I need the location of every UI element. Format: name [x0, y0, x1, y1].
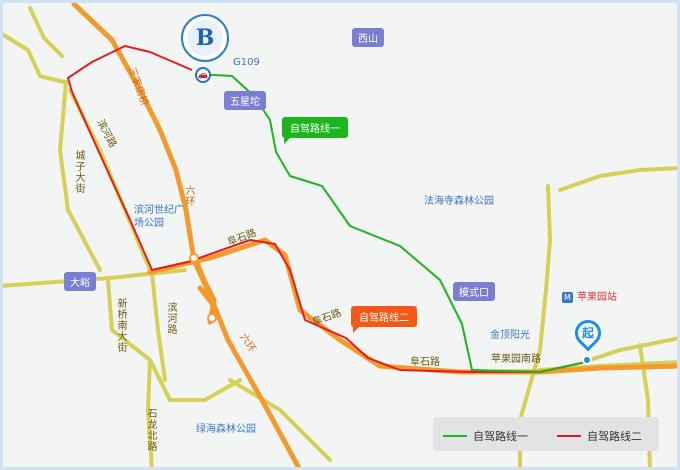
- area-badge-dayu[interactable]: 大峪: [64, 272, 96, 291]
- legend-swatch-green: [443, 435, 467, 437]
- highway-g109: [71, 1, 303, 470]
- area-badge-wuxingtuo[interactable]: 五星坨: [224, 91, 266, 110]
- poi-pingguoyuan-station[interactable]: 苹果园站: [577, 292, 617, 303]
- legend-label-route1: 自驾路线一: [473, 430, 528, 443]
- poi-lvhai-park[interactable]: 绿海森林公园: [196, 424, 256, 435]
- road-label-chengzi: 城子大街: [73, 150, 84, 194]
- metro-icon[interactable]: M: [562, 292, 573, 303]
- road-east-link: [588, 336, 680, 362]
- road-xinqiao: [106, 278, 242, 402]
- start-marker-label: 起: [581, 326, 594, 340]
- road-northwest-a: [28, 6, 64, 58]
- legend: 自驾路线一 自驾路线二: [433, 417, 659, 451]
- poi-fahaisi-park[interactable]: 法海寺森林公园: [424, 196, 494, 207]
- legend-item-route1: 自驾路线一: [443, 428, 528, 444]
- route1-tag[interactable]: 自驾路线一: [282, 117, 348, 144]
- road-east-ne: [558, 166, 680, 192]
- road-chengzi: [58, 80, 102, 272]
- road-label-fushi-east: 阜石路: [410, 357, 440, 368]
- highway-fushi: [147, 237, 680, 375]
- road-label-binhe-south: 滨河路: [165, 302, 176, 335]
- road-shilong: [146, 358, 154, 470]
- road-binhe-south: [150, 272, 167, 382]
- road-label-liuhuan-north: 六环: [183, 185, 194, 207]
- car-icon[interactable]: 🚗: [195, 67, 211, 83]
- route2-line: [67, 45, 587, 373]
- legend-item-route2: 自驾路线二: [557, 428, 642, 444]
- interchange-node: [207, 313, 217, 323]
- route2-tag[interactable]: 自驾路线二: [351, 306, 417, 333]
- area-badge-xishan[interactable]: 西山: [352, 28, 384, 47]
- road-label-g109: G109: [233, 57, 260, 68]
- road-cross-dayu: [0, 268, 187, 288]
- road-label-shilong: 石龙北路: [145, 408, 156, 452]
- road-label-xinqiao: 新桥南大街: [115, 298, 126, 353]
- start-point-dot: [582, 355, 592, 365]
- legend-swatch-red: [557, 435, 581, 437]
- route1-line: [195, 73, 587, 373]
- poi-binhe-shiji-park[interactable]: 滨河世纪广场公园: [134, 205, 184, 229]
- highway-interchange: [193, 257, 217, 325]
- road-lvhai-east: [228, 378, 332, 462]
- legend-label-route2: 自驾路线二: [587, 430, 642, 443]
- interchange-node: [189, 253, 199, 263]
- poi-jinding-yangguang[interactable]: 金顶阳光: [490, 330, 530, 341]
- road-northwest-b: [0, 32, 66, 84]
- road-label-pingguoyuan-nan: 苹果园南路: [491, 354, 541, 365]
- logo-mark: B: [187, 20, 223, 56]
- logo: B: [181, 14, 229, 62]
- area-badge-moshikou[interactable]: 模式口: [453, 282, 495, 301]
